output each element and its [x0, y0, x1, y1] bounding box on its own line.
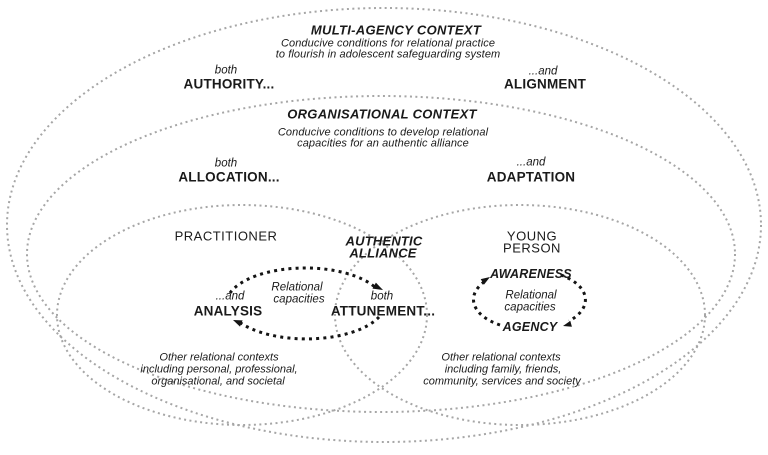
multi-agency-title: MULTI-AGENCY CONTEXT — [310, 22, 482, 38]
young-person-note-line2: including family, friends, — [444, 363, 562, 376]
alignment-qualifier: ...and — [528, 65, 558, 78]
analysis-term: ANALYSIS — [193, 303, 263, 319]
attunement-qualifier: both — [370, 290, 394, 303]
practitioner-label: PRACTITIONER — [174, 228, 278, 244]
attunement-term: ATTUNEMENT... — [330, 303, 436, 319]
young-person-note-line3: community, services and society — [423, 375, 581, 388]
allocation-term: ALLOCATION... — [178, 169, 280, 185]
authority-term: AUTHORITY... — [183, 76, 275, 92]
alignment-term: ALIGNMENT — [503, 76, 587, 92]
adaptation-qualifier: ...and — [516, 156, 546, 169]
practitioner-note-line3: organisational, and societal — [151, 375, 285, 388]
organisational-ellipse — [26, 95, 736, 413]
practitioner-circle — [56, 204, 428, 426]
authority-qualifier: both — [214, 64, 238, 77]
awareness-term: AWARENESS — [490, 266, 572, 281]
practitioner-cycle-center-line2: capacities — [273, 293, 325, 306]
practitioner-cycle-arrow-left-icon — [233, 320, 243, 327]
analysis-qualifier: ...and — [215, 290, 245, 303]
practitioner-note-line2: including personal, professional, — [140, 363, 298, 376]
authentic-alliance-line2: ALLIANCE — [349, 245, 417, 261]
young-person-label-line2: PERSON — [503, 240, 561, 256]
organisational-subtitle-line2: capacities for an authentic alliance — [297, 137, 469, 150]
practitioner-cycle-arrow-right-icon — [372, 282, 383, 290]
practitioner-cycle-bottom-arc — [237, 315, 381, 341]
allocation-qualifier: both — [214, 157, 238, 170]
practitioner-cycle-center-line1: Relational — [271, 281, 323, 294]
multi-agency-subtitle-line2: to flourish in adolescent safeguarding s… — [275, 48, 501, 61]
young-person-cycle-left-arc — [472, 280, 501, 327]
young-person-cycle-right-arc — [560, 273, 587, 323]
organisational-title: ORGANISATIONAL CONTEXT — [287, 106, 477, 122]
practitioner-note-line1: Other relational contexts — [159, 351, 279, 364]
multi-agency-ellipse — [6, 7, 762, 443]
adaptation-term: ADAPTATION — [486, 169, 576, 185]
organisational-subtitle-line1: Conducive conditions to develop relation… — [277, 126, 489, 139]
young-person-cycle-center-line1: Relational — [505, 289, 557, 302]
multi-agency-subtitle-line1: Conducive conditions for relational prac… — [280, 37, 496, 50]
authentic-alliance-line1: AUTHENTIC — [345, 233, 423, 249]
practitioner-cycle-top-arc — [228, 266, 378, 294]
young-person-cycle-arrow-top-icon — [480, 277, 490, 285]
agency-term: AGENCY — [502, 319, 558, 334]
young-person-note-line1: Other relational contexts — [441, 351, 561, 364]
young-person-circle — [334, 204, 706, 426]
young-person-cycle-arrow-bottom-icon — [563, 320, 572, 327]
young-person-label-line1: YOUNG — [506, 228, 558, 244]
young-person-cycle-center-line2: capacities — [504, 301, 556, 314]
